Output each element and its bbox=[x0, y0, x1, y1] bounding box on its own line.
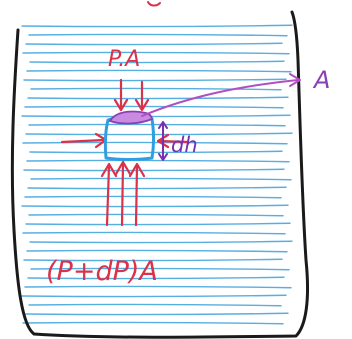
water-line bbox=[25, 106, 283, 107]
water-line bbox=[27, 160, 289, 161]
water-line bbox=[29, 214, 283, 215]
water-line bbox=[27, 70, 291, 71]
water-line bbox=[22, 205, 288, 206]
water-line bbox=[24, 79, 286, 80]
water-line bbox=[26, 133, 292, 134]
water-line bbox=[31, 88, 281, 89]
water-line bbox=[22, 115, 290, 116]
water-line bbox=[30, 151, 282, 152]
water-line bbox=[22, 25, 292, 26]
water-line bbox=[28, 187, 286, 188]
downward-force-arrows bbox=[115, 80, 148, 110]
water-line bbox=[28, 97, 288, 98]
water-line bbox=[29, 124, 285, 125]
water-line bbox=[27, 250, 287, 251]
water-line bbox=[22, 295, 286, 296]
water-line bbox=[25, 196, 281, 197]
upward-force-arrows bbox=[102, 162, 144, 225]
water-line bbox=[23, 322, 283, 323]
water-line bbox=[30, 61, 284, 62]
water-line bbox=[26, 223, 290, 224]
bottom-force-label: (P+dP)A bbox=[46, 256, 158, 287]
water-line bbox=[29, 34, 287, 35]
water-line bbox=[30, 241, 292, 242]
water-line bbox=[23, 52, 289, 53]
left-pressure-arrow bbox=[62, 134, 106, 147]
container bbox=[12, 12, 307, 337]
water-line bbox=[31, 178, 291, 179]
height-label: dh bbox=[171, 133, 198, 157]
water-line bbox=[23, 232, 285, 233]
water-line bbox=[24, 169, 284, 170]
water-line bbox=[26, 313, 288, 314]
water-line bbox=[26, 43, 282, 44]
top-force-label: P.A bbox=[108, 47, 140, 72]
area-label: A bbox=[312, 66, 330, 94]
water-line bbox=[29, 304, 281, 305]
top-red-stroke bbox=[148, 2, 160, 6]
element-top-face bbox=[110, 112, 152, 124]
